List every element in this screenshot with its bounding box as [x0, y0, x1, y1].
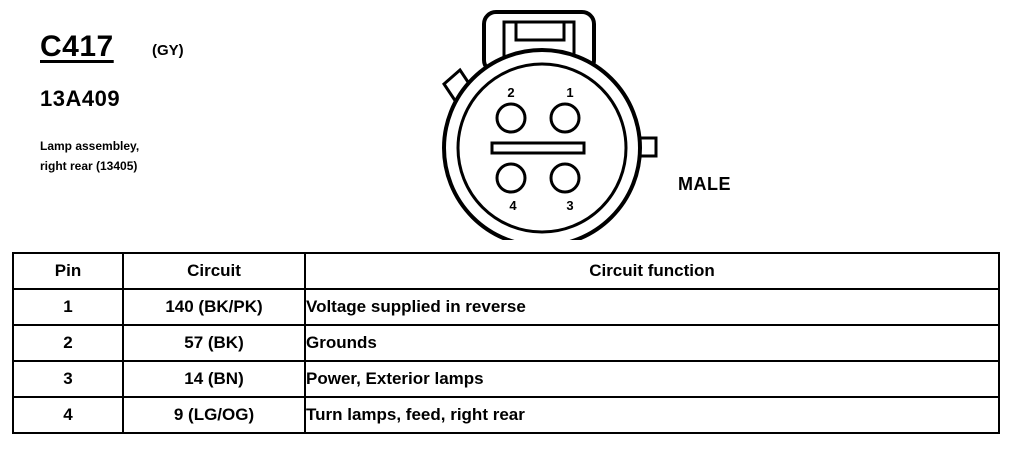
- connector-gender: MALE: [678, 174, 731, 194]
- pin-label-3: 3: [566, 198, 573, 213]
- pin-cavity-2: [495, 102, 527, 134]
- cell-pin: 4: [12, 396, 124, 434]
- header-circuit: Circuit: [122, 252, 306, 290]
- description-line-1: Lamp assembley,: [40, 139, 140, 153]
- header-circuit-function: Circuit function: [304, 252, 1000, 290]
- table-row: 3 14 (BN) Power, Exterior lamps: [12, 360, 1000, 398]
- connector-face-diagram: 2 1 4 3: [442, 10, 658, 240]
- cell-circuit: 140 (BK/PK): [122, 288, 306, 326]
- table-row: 4 9 (LG/OG) Turn lamps, feed, right rear: [12, 396, 1000, 434]
- pin-label-1: 1: [566, 85, 573, 100]
- pin-cavity-1: [549, 102, 581, 134]
- pin-cavity-4: [495, 162, 527, 194]
- part-number: 13A409: [40, 86, 121, 111]
- cell-function: Voltage supplied in reverse: [304, 288, 1000, 326]
- cell-circuit: 9 (LG/OG): [122, 396, 306, 434]
- table-row: 2 57 (BK) Grounds: [12, 324, 1000, 362]
- pin-label-2: 2: [507, 85, 514, 100]
- cell-function: Grounds: [304, 324, 1000, 362]
- cell-pin: 3: [12, 360, 124, 398]
- pin-label-4: 4: [509, 198, 517, 213]
- cell-pin: 1: [12, 288, 124, 326]
- header-pin: Pin: [12, 252, 124, 290]
- cell-circuit: 57 (BK): [122, 324, 306, 362]
- table-row: 1 140 (BK/PK) Voltage supplied in revers…: [12, 288, 1000, 326]
- cell-pin: 2: [12, 324, 124, 362]
- connector-description: Lamp assembley, right rear (13405): [40, 136, 139, 176]
- pin-table: Pin Circuit Circuit function 1 140 (BK/P…: [12, 252, 1000, 434]
- color-code: (GY): [152, 42, 184, 59]
- description-line-2: right rear (13405): [40, 159, 138, 173]
- cell-function: Turn lamps, feed, right rear: [304, 396, 1000, 434]
- connector-id: C417: [40, 30, 114, 63]
- pin-cavity-3: [549, 162, 581, 194]
- cell-function: Power, Exterior lamps: [304, 360, 1000, 398]
- table-header-row: Pin Circuit Circuit function: [12, 252, 1000, 290]
- center-divider-bar: [490, 141, 586, 155]
- cell-circuit: 14 (BN): [122, 360, 306, 398]
